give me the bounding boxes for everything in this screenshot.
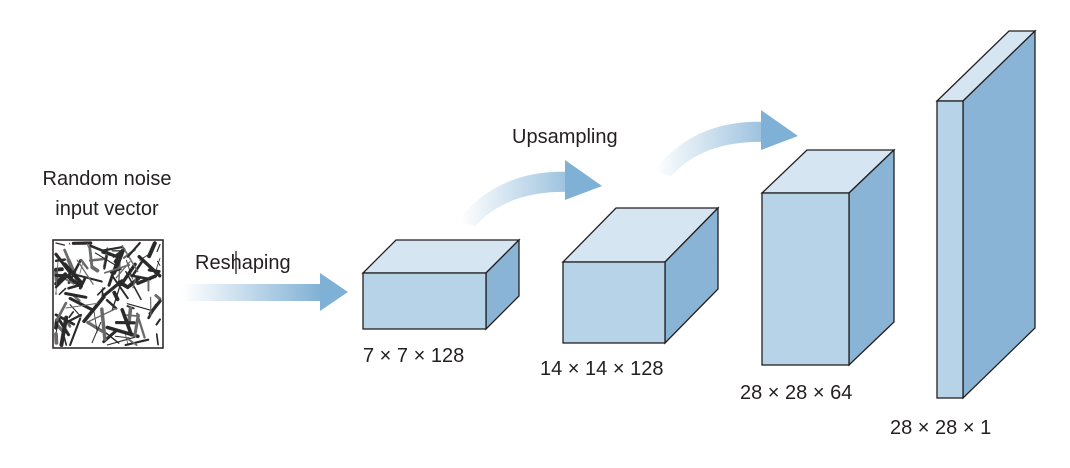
noise-stroke — [76, 259, 94, 285]
noise-stroke — [156, 260, 161, 267]
noise-stroke — [154, 294, 162, 301]
reshaping-label: Reshaping — [195, 252, 291, 274]
noise-stroke — [147, 241, 157, 259]
noise-stroke — [107, 259, 119, 287]
noise-stroke — [155, 333, 159, 346]
noise-stroke — [86, 243, 93, 255]
noise-stroke — [156, 243, 161, 253]
noise-stroke — [64, 278, 75, 285]
noise-stroke — [69, 304, 82, 318]
layer-4-shape: 28 × 28 × 1 — [890, 417, 991, 439]
noise-stroke — [132, 278, 137, 289]
input-caption-line2: input vector — [55, 198, 159, 220]
noise-stroke — [148, 299, 162, 316]
noise-stroke — [65, 302, 98, 309]
noise-stroke — [102, 279, 124, 298]
layer-block-1-front — [362, 272, 487, 330]
noise-stroke — [55, 322, 59, 335]
noise-stroke — [119, 262, 137, 287]
layer-block-3 — [760, 148, 896, 367]
layer-block-4 — [935, 29, 1037, 400]
noise-stroke — [89, 244, 116, 257]
noise-stroke — [79, 258, 89, 270]
noise-stroke — [54, 273, 70, 289]
noise-stroke — [64, 292, 88, 299]
noise-stroke — [69, 317, 82, 347]
layer-3-shape: 28 × 28 × 64 — [740, 382, 852, 404]
noise-stroke — [113, 248, 124, 263]
layer-block-2-front — [562, 261, 666, 344]
input-caption-line1: Random noise — [43, 168, 172, 190]
noise-stroke — [104, 263, 131, 274]
noise-stroke — [109, 267, 122, 274]
noise-stroke — [103, 330, 120, 344]
noise-stroke — [72, 273, 103, 283]
noise-stroke — [91, 322, 102, 344]
noise-stroke — [100, 289, 106, 299]
upsampling-arrow-2 — [653, 110, 798, 176]
noise-stroke — [100, 307, 107, 341]
noise-stroke — [137, 255, 162, 278]
noise-stroke — [115, 261, 131, 279]
reshaping-arrow — [182, 273, 348, 311]
noise-stroke — [121, 245, 139, 273]
noise-stroke — [126, 241, 141, 258]
noise-image — [52, 239, 164, 349]
noise-stroke — [88, 257, 106, 262]
noise-stroke — [58, 287, 67, 296]
noise-stroke — [127, 339, 145, 346]
noise-stroke — [65, 313, 83, 324]
layer-block-2 — [561, 206, 720, 345]
noise-stroke — [111, 280, 123, 311]
noise-stroke — [68, 296, 95, 312]
noise-stroke — [63, 248, 72, 265]
noise-stroke — [125, 336, 138, 346]
noise-stroke — [155, 318, 161, 326]
noise-stroke — [120, 307, 134, 337]
noise-stroke — [54, 252, 73, 275]
upsampling-label: Upsampling — [512, 126, 618, 148]
noise-stroke — [55, 301, 68, 322]
noise-stroke — [111, 275, 129, 300]
upsampling-arrow-1 — [457, 160, 602, 226]
layer-2-shape: 14 × 14 × 128 — [540, 358, 663, 380]
noise-stroke — [68, 242, 71, 245]
noise-stroke — [68, 311, 75, 319]
noise-stroke — [100, 246, 123, 252]
noise-stroke — [63, 336, 68, 346]
noise-stroke — [90, 265, 100, 273]
noise-stroke — [65, 274, 83, 289]
noise-stroke — [103, 255, 108, 270]
noise-stroke — [106, 336, 135, 346]
layer-block-1 — [361, 238, 521, 331]
noise-stroke — [126, 303, 154, 312]
layer-block-3-front — [761, 192, 850, 366]
noise-stroke — [55, 242, 66, 246]
noise-stroke — [96, 287, 106, 296]
noise-stroke — [93, 307, 98, 333]
noise-texture — [54, 241, 162, 347]
noise-stroke — [86, 320, 106, 334]
noise-stroke — [112, 290, 120, 302]
noise-stroke — [117, 260, 121, 285]
layer-block-4-front — [936, 100, 964, 399]
noise-stroke — [135, 312, 146, 339]
noise-stroke — [79, 263, 83, 274]
noise-stroke — [131, 259, 144, 277]
noise-stroke — [105, 299, 118, 310]
layer-1-shape: 7 × 7 × 128 — [363, 345, 464, 367]
